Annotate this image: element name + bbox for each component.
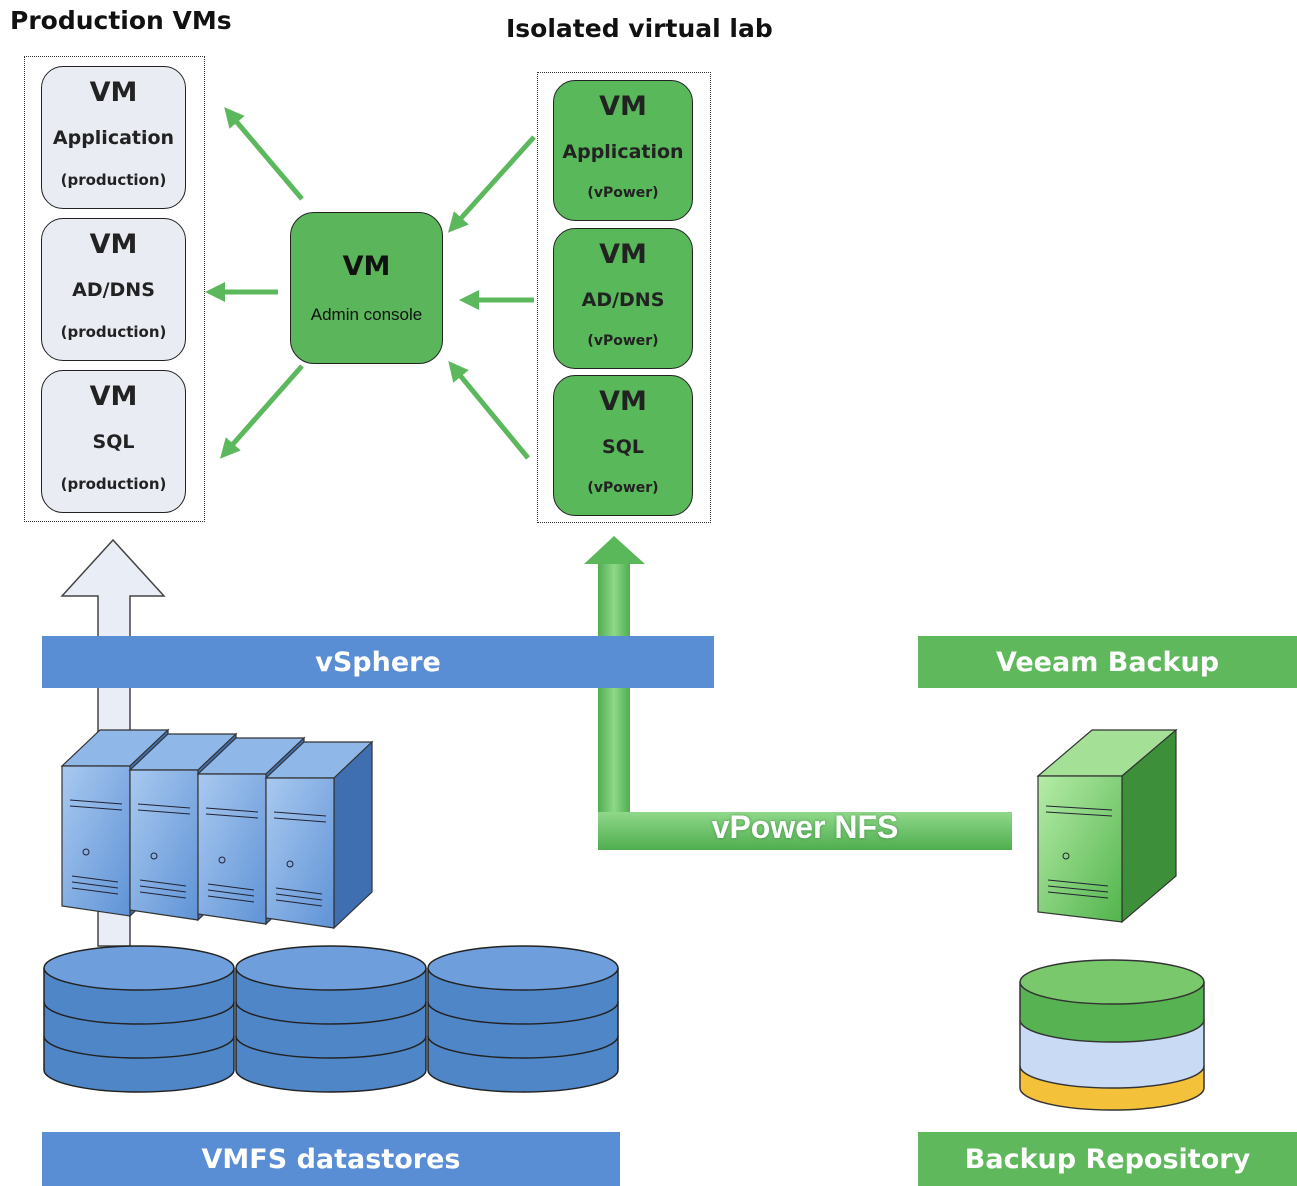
vm-role: Application	[52, 127, 175, 149]
vm-label: VM	[342, 251, 391, 282]
vm-label: VM	[89, 77, 138, 108]
vm-role: AD/DNS	[72, 279, 155, 301]
vm-sql-vpower[interactable]: VM SQL (vPower)	[553, 375, 693, 516]
vm-sql-production[interactable]: VM SQL (production)	[41, 370, 186, 513]
server-icon	[60, 728, 374, 930]
vm-role: AD/DNS	[581, 289, 665, 311]
vm-addns-vpower[interactable]: VM AD/DNS (vPower)	[553, 228, 693, 369]
vsphere-band: vSphere	[42, 636, 714, 688]
vmfs-datastores-band: VMFS datastores	[42, 1132, 620, 1186]
vm-env: (production)	[60, 475, 167, 493]
backup-repository-band: Backup Repository	[918, 1132, 1297, 1186]
vm-label: VM	[89, 229, 138, 260]
vm-role: Application	[562, 141, 684, 163]
vpower-nfs-label: vPower NFS	[711, 809, 899, 845]
vm-application-vpower[interactable]: VM Application (vPower)	[553, 80, 693, 221]
vm-env: (production)	[60, 171, 167, 189]
vm-env: (vPower)	[587, 480, 659, 496]
admin-arrows	[205, 107, 536, 460]
vpower-nfs-arrow	[584, 536, 1012, 850]
isolated-lab-title: Isolated virtual lab	[506, 14, 773, 43]
vm-env: (vPower)	[587, 185, 659, 201]
production-vms-title: Production VMs	[10, 6, 232, 35]
vm-application-production[interactable]: VM Application (production)	[41, 66, 186, 209]
vm-env: (production)	[60, 323, 167, 341]
production-vms-frame	[24, 56, 205, 522]
isolated-lab-frame	[537, 72, 711, 523]
backup-server-icon	[1036, 728, 1178, 924]
vm-addns-production[interactable]: VM AD/DNS (production)	[41, 218, 186, 361]
vm-admin-console[interactable]: VM Admin console	[290, 212, 443, 364]
datastore-icon	[43, 945, 619, 1093]
vm-env: (vPower)	[587, 333, 659, 349]
vm-role: SQL	[92, 431, 135, 453]
vm-label: VM	[599, 386, 647, 417]
vm-role: Admin console	[310, 305, 423, 324]
veeam-backup-band: Veeam Backup	[918, 636, 1297, 688]
vm-role: SQL	[602, 436, 644, 458]
vm-label: VM	[599, 239, 647, 270]
vm-label: VM	[89, 381, 138, 412]
vm-label: VM	[599, 91, 647, 122]
backup-repository-icon	[1019, 959, 1205, 1111]
